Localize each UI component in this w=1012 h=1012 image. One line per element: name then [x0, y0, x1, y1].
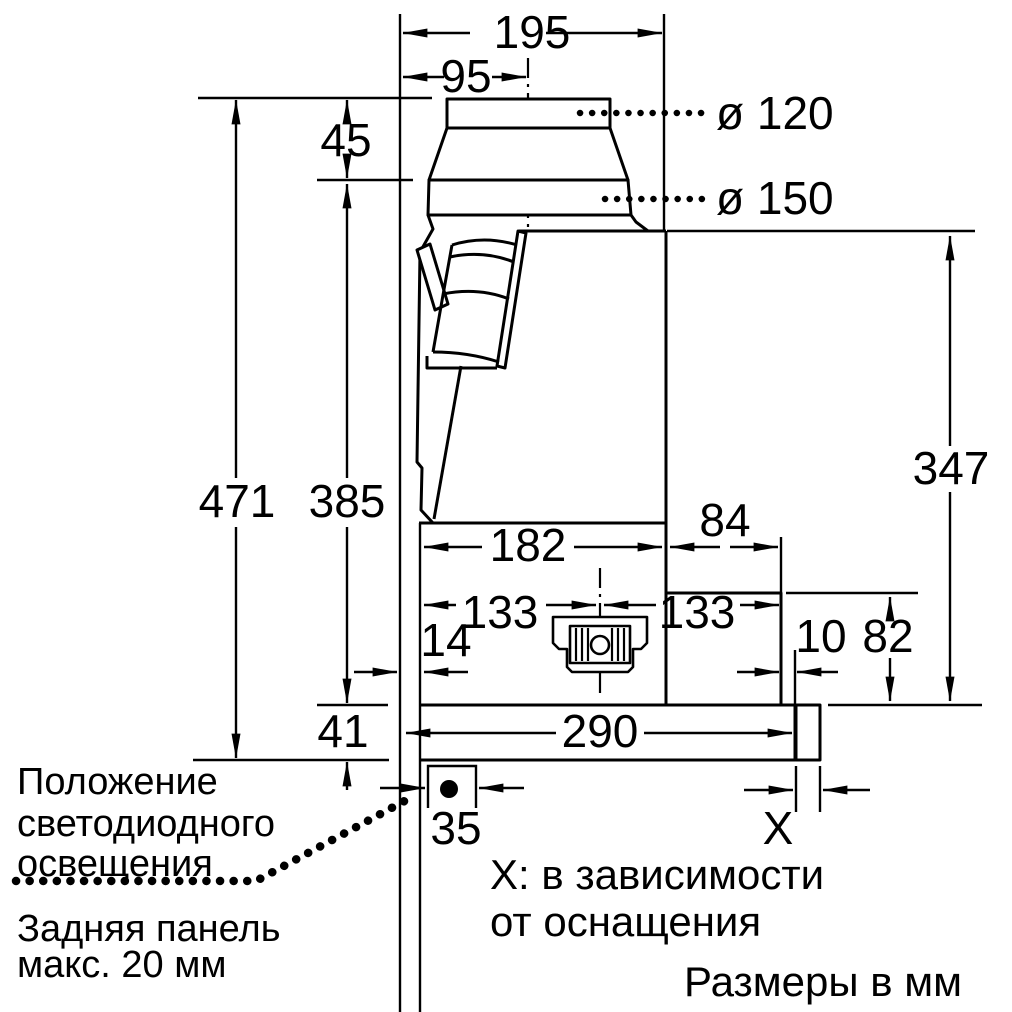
dim-133-left-label: 133 [462, 586, 539, 638]
flap-arc-3 [442, 289, 510, 301]
units-note: Размеры в мм [684, 958, 962, 1005]
connector-inner [568, 624, 632, 665]
dimension-lines [231, 28, 955, 795]
dim-347-label: 347 [913, 442, 990, 494]
flap-panel [495, 229, 528, 370]
flap-tray [425, 356, 497, 370]
dim-45-label: 45 [320, 114, 371, 166]
x-note-line2: от оснащения [490, 898, 761, 945]
connector-screw [589, 634, 611, 656]
duct-transition [427, 126, 630, 182]
flap-arc-1 [451, 238, 518, 247]
led-dot [440, 780, 458, 798]
dim-84-label: 84 [699, 494, 750, 546]
flap-arc-bottom [432, 350, 500, 364]
dim-471-label: 471 [199, 475, 276, 527]
led-note-line1: Положение [17, 761, 218, 803]
front-inner-slant [432, 365, 463, 520]
flap-outer-strip [415, 242, 450, 312]
leader-led [11, 792, 417, 886]
dim-82-label: 82 [862, 610, 913, 662]
dim-290-label: 290 [562, 705, 639, 757]
duct-collar-150 [426, 178, 633, 217]
led-note-line2: светодиодного [17, 803, 275, 845]
body-left-edge [415, 214, 435, 525]
back-panel-note-line2: макс. 20 мм [17, 944, 227, 986]
flap-arc-2 [449, 252, 515, 264]
bottom-right-block [666, 591, 783, 705]
led-note-line3: освещения [17, 843, 213, 885]
back-panel-note-line1: Задняя панель [17, 908, 281, 950]
extension-lines [193, 14, 982, 1012]
dim-195-label: 195 [494, 6, 571, 58]
dim-41-label: 41 [317, 705, 368, 757]
dim-x-label: X [763, 802, 794, 854]
hood-body [415, 97, 822, 762]
dia-150-label: ø 150 [716, 172, 834, 224]
dim-385-label: 385 [309, 475, 386, 527]
dim-10-label: 10 [795, 610, 846, 662]
collar-step-right [629, 214, 649, 233]
dimension-labels: 195 95 45 ø 120 ø 150 471 385 347 182 84… [199, 6, 990, 854]
connector-ribs [574, 628, 626, 661]
dim-182-label: 182 [490, 519, 567, 571]
x-note-line1: X: в зависимости [490, 851, 824, 898]
dim-95-label: 95 [440, 50, 491, 102]
damper-flap-assembly [415, 229, 528, 520]
dia-120-label: ø 120 [716, 87, 834, 139]
duct-collar-120 [445, 97, 612, 130]
dim-133-right-label: 133 [659, 586, 736, 638]
led-zone-bracket [426, 764, 478, 808]
annotations: Положение светодиодного освещения Задняя… [17, 761, 962, 1005]
dim-14-label: 14 [420, 614, 471, 666]
dim-35-label: 35 [430, 802, 481, 854]
connector-block [551, 615, 649, 674]
flap-stack-left-edge [431, 244, 454, 353]
end-cap [794, 703, 822, 762]
